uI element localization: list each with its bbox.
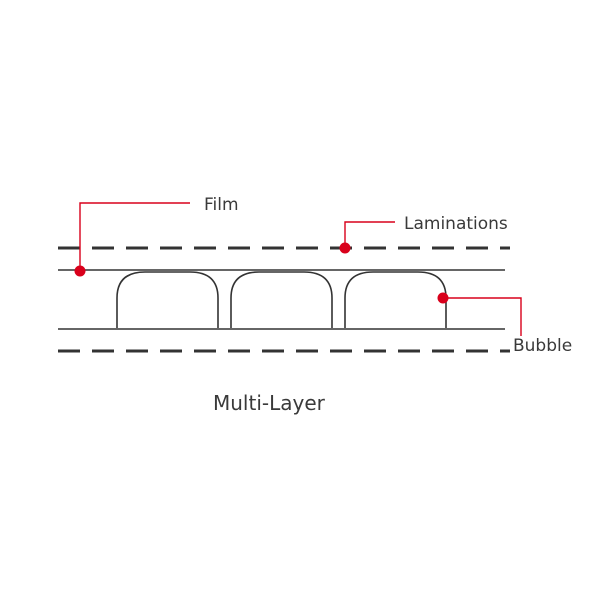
bubble-3	[344, 271, 447, 328]
film-label: Film	[204, 195, 239, 215]
film-callout-dot	[74, 265, 86, 277]
bubble-label: Bubble	[513, 336, 572, 356]
bubble-callout-dot	[437, 292, 449, 304]
laminations-label: Laminations	[404, 214, 508, 234]
bubble-row	[116, 271, 447, 328]
bubble-2	[230, 271, 333, 328]
laminations-callout-line	[344, 221, 395, 248]
diagram-caption: Multi-Layer	[213, 391, 326, 415]
film-callout-line	[79, 202, 190, 271]
laminations-callout-dot	[339, 242, 351, 254]
bubble-1	[116, 271, 219, 328]
bubble-callout-line	[443, 297, 522, 336]
